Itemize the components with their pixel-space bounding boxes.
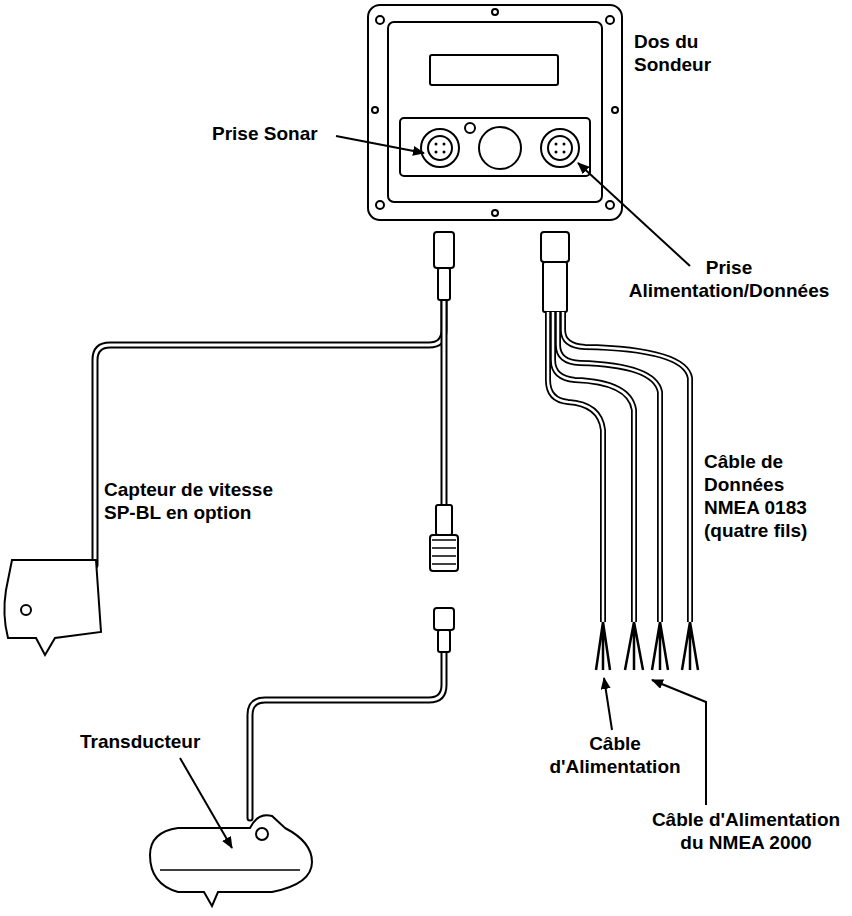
label-recess — [430, 55, 558, 85]
part-label: Capteur de vitesse SP-BL en option — [104, 478, 276, 524]
unit-back — [388, 22, 602, 202]
sonar-plug-boot — [438, 268, 450, 300]
leader-line — [578, 163, 690, 266]
cable-label: Câble d'Alimentation — [540, 732, 690, 778]
sonar-socket-pins — [428, 136, 452, 160]
leader-line — [180, 758, 232, 848]
screw — [606, 16, 614, 24]
speed-sensor — [4, 560, 101, 655]
power-socket — [541, 129, 579, 167]
screw — [492, 210, 498, 216]
leader-line — [652, 680, 706, 805]
transducer-plug-boot — [438, 630, 450, 652]
center-plug — [479, 127, 521, 169]
screw — [376, 16, 384, 24]
y-connector-nut — [430, 535, 458, 571]
screw — [376, 201, 384, 209]
vent-hole — [465, 123, 475, 133]
power-socket-pins — [548, 136, 572, 160]
cable-label: Câble d'Alimentation du NMEA 2000 — [648, 808, 844, 854]
cable-label: Câble de Données NMEA 0183 (quatre fils) — [704, 450, 844, 542]
leader-line — [604, 678, 612, 730]
unit-bezel — [368, 5, 622, 220]
sonar-plug — [434, 232, 454, 268]
screw — [492, 9, 498, 15]
power-plug — [541, 232, 569, 262]
transducer-plug — [434, 608, 454, 630]
unit-title: Dos du Sondeur — [634, 30, 730, 76]
transducer-bolt — [256, 828, 268, 840]
y-connector — [436, 505, 452, 535]
part-label: Transducteur — [80, 730, 230, 753]
socket-label: Prise Sonar — [212, 122, 336, 145]
screw — [372, 107, 378, 113]
transducer — [150, 815, 312, 906]
speed-sensor-hole — [21, 605, 31, 615]
socket-label: Prise Alimentation/Données — [612, 256, 846, 302]
leader-line — [336, 136, 424, 153]
sonar-socket — [421, 129, 459, 167]
screw — [606, 201, 614, 209]
connector-panel — [400, 118, 590, 176]
screw — [612, 107, 618, 113]
power-plug-boot — [543, 262, 567, 312]
